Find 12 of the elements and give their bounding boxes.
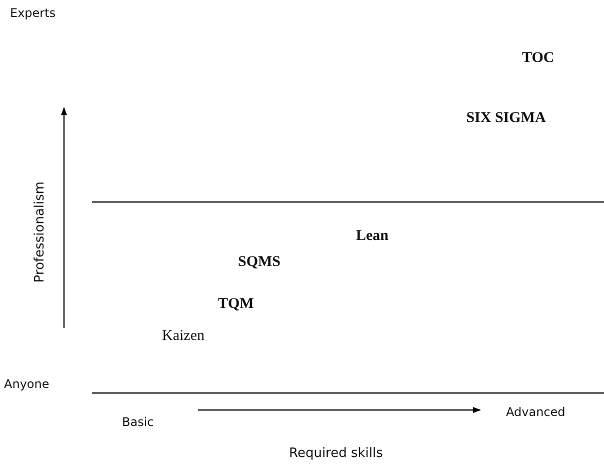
axis-label: Advanced: [506, 405, 566, 419]
method-label: SIX SIGMA: [466, 109, 546, 128]
axis-label: Experts: [10, 6, 56, 20]
axis-label: Anyone: [4, 377, 50, 391]
method-label: Lean: [356, 228, 389, 245]
method-label: TOC: [522, 50, 554, 67]
method-label: SQMS: [238, 254, 281, 271]
method-label: Kaizen: [162, 328, 204, 345]
method-label: TQM: [218, 296, 254, 313]
axis-title: Required skills: [289, 446, 383, 461]
axis-label: Basic: [122, 415, 154, 429]
axis-title: Professionalism: [32, 181, 48, 283]
